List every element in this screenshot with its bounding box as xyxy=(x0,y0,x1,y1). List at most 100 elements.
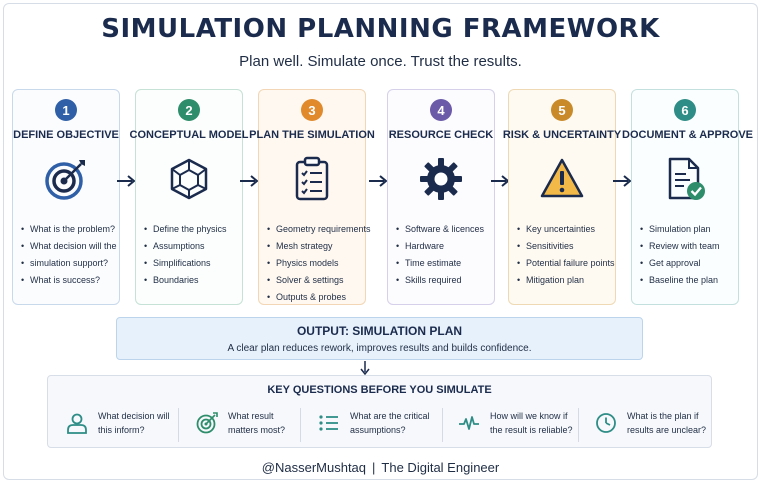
clock-icon xyxy=(596,413,616,433)
gear-icon xyxy=(420,158,462,200)
list-item: Sensitivities xyxy=(517,238,613,255)
key-questions-title: KEY QUESTIONS BEFORE YOU SIMULATE xyxy=(267,384,492,396)
list-item: Potential failure points xyxy=(517,255,615,272)
question-line: this inform? xyxy=(98,425,145,435)
step-title: RISK & UNCERTAINTY xyxy=(502,129,622,141)
question-line: What are the critical xyxy=(350,411,430,421)
page-title: SIMULATION PLANNING FRAMEWORK xyxy=(101,14,660,44)
list-item: Assumptions xyxy=(144,238,240,255)
arrow-right-icon xyxy=(240,175,259,187)
target-icon xyxy=(196,412,218,434)
step-number-badge: 6 xyxy=(674,99,696,121)
output-text: A clear plan reduces rework, improves re… xyxy=(227,343,532,354)
question-line: What result xyxy=(228,411,274,421)
question-line: matters most? xyxy=(228,425,286,435)
step-checklist: Key uncertainties Sensitivities Potentia… xyxy=(517,221,615,289)
step-title: DOCUMENT & APPROVE xyxy=(622,129,753,141)
arrow-down-icon xyxy=(360,361,370,375)
step-card-conceptual-model: 2 CONCEPTUAL MODEL Define the physics As… xyxy=(130,89,248,305)
question-item: How will we know if the result is reliab… xyxy=(458,403,573,443)
warning-icon xyxy=(540,158,584,198)
output-box: OUTPUT: SIMULATION PLAN A clear plan red… xyxy=(116,317,643,360)
list-item: Hardware xyxy=(396,238,492,255)
question-line: assumptions? xyxy=(350,425,406,435)
arrow-right-icon xyxy=(369,175,388,187)
question-line: the result is reliable? xyxy=(490,425,573,435)
step-card-define-objective: 1 DEFINE OBJECTIVE What is the problem? … xyxy=(12,89,120,305)
divider xyxy=(178,408,179,442)
footer-brand: The Digital Engineer xyxy=(381,460,500,475)
list-item: Baseline the plan xyxy=(640,272,736,289)
step-card-resource-check: 4 RESOURCE CHECK Software & licences Har… xyxy=(387,89,495,305)
step-card-plan-the-simulation: 3 PLAN THE SIMULATION Geometry requireme… xyxy=(249,89,375,306)
question-item: What is the plan if results are unclear? xyxy=(595,403,706,443)
step-checklist: Geometry requirements Mesh strategy Phys… xyxy=(267,221,371,306)
step-checklist: Define the physics Assumptions Simplific… xyxy=(144,221,240,289)
list-item: Mitigation plan xyxy=(517,272,613,289)
step-number-badge: 5 xyxy=(551,99,573,121)
list-item: Key uncertainties xyxy=(517,221,613,238)
step-number-badge: 4 xyxy=(430,99,452,121)
question-line: What decision will xyxy=(98,411,170,421)
step-title: PLAN THE SIMULATION xyxy=(249,129,375,141)
list-item: Simplifications xyxy=(144,255,240,272)
footer-handle: @NasserMushtaq xyxy=(261,460,367,475)
question-line: results are unclear? xyxy=(627,425,707,435)
question-text: What decision will this inform? xyxy=(98,409,170,437)
step-number-badge: 3 xyxy=(301,99,323,121)
frame xyxy=(3,3,758,480)
footer: @NasserMushtaq | The Digital Engineer xyxy=(0,460,761,475)
step-checklist: What is the problem? What decision will … xyxy=(21,221,117,289)
step-card-risk-and-uncertainty: 5 RISK & UNCERTAINTY Key uncertainties S… xyxy=(503,89,621,305)
question-line: What is the plan if xyxy=(627,411,699,421)
list-item: Outputs & probes xyxy=(267,289,363,306)
divider xyxy=(300,408,301,442)
list-item: What is success? xyxy=(21,272,117,289)
list-item: Time estimate xyxy=(396,255,492,272)
footer-separator: | xyxy=(372,460,376,475)
list-item: Simulation plan xyxy=(640,221,736,238)
step-title: DEFINE OBJECTIVE xyxy=(13,129,119,141)
question-item: What are the critical assumptions? xyxy=(318,403,430,443)
divider xyxy=(442,408,443,442)
step-checklist: Software & licences Hardware Time estima… xyxy=(396,221,492,289)
list-item: Mesh strategy xyxy=(267,238,363,255)
arrow-right-icon xyxy=(613,175,632,187)
list-item: Physics models xyxy=(267,255,363,272)
list-item: Review with team xyxy=(640,238,736,255)
list-item: simulation support? xyxy=(21,255,117,272)
step-number-badge: 2 xyxy=(178,99,200,121)
question-line: How will we know if xyxy=(490,411,568,421)
document-check-icon xyxy=(668,157,705,200)
step-checklist: Simulation plan Review with team Get app… xyxy=(640,221,736,289)
list-item: Define the physics xyxy=(144,221,240,238)
key-questions-panel: KEY QUESTIONS BEFORE YOU SIMULATE What d… xyxy=(47,375,712,448)
question-text: What are the critical assumptions? xyxy=(350,409,430,437)
step-card-document-and-approve: 6 DOCUMENT & APPROVE Simulation plan Rev… xyxy=(622,89,753,305)
question-text: What result matters most? xyxy=(228,409,285,437)
divider xyxy=(578,408,579,442)
step-number-badge: 1 xyxy=(55,99,77,121)
step-title: RESOURCE CHECK xyxy=(388,129,494,141)
step-title: CONCEPTUAL MODEL xyxy=(129,129,249,141)
question-item: What decision will this inform? xyxy=(66,403,170,443)
list-item: Get approval xyxy=(640,255,736,272)
pulse-icon xyxy=(459,416,479,430)
list-item: Geometry requirements xyxy=(267,221,371,238)
list-item: Software & licences xyxy=(396,221,492,238)
arrow-right-icon xyxy=(491,175,510,187)
list-item: Solver & settings xyxy=(267,272,363,289)
target-icon xyxy=(45,160,85,200)
list-item: What decision will the xyxy=(21,238,117,255)
list-item: What is the problem? xyxy=(21,221,117,238)
output-title: OUTPUT: SIMULATION PLAN xyxy=(296,324,463,338)
question-text: What is the plan if results are unclear? xyxy=(627,409,706,437)
list-item: Boundaries xyxy=(144,272,240,289)
person-icon xyxy=(67,413,87,434)
page-subtitle: Plan well. Simulate once. Trust the resu… xyxy=(239,53,522,70)
cube-icon xyxy=(170,158,208,200)
list-icon xyxy=(319,415,338,431)
question-text: How will we know if the result is reliab… xyxy=(490,409,573,437)
clipboard-icon xyxy=(295,156,329,201)
question-item: What result matters most? xyxy=(196,403,285,443)
